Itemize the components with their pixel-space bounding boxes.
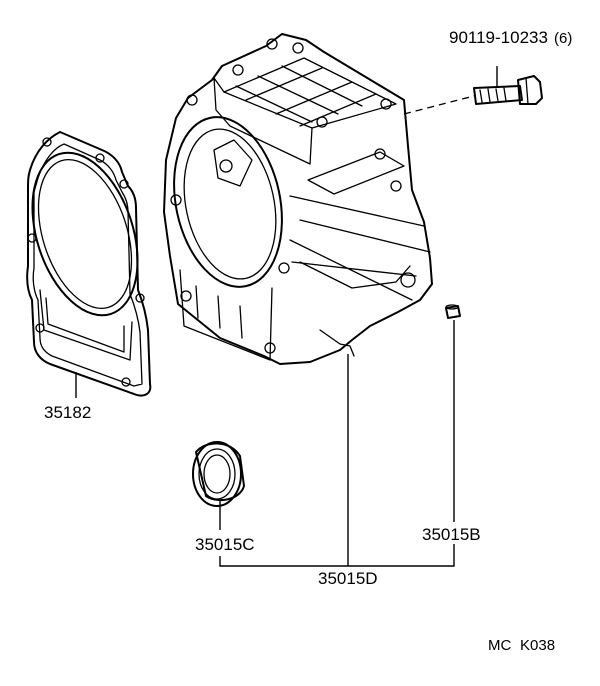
diagram-code-prefix: MC bbox=[488, 637, 511, 654]
pin-part-number: 35015B bbox=[422, 525, 481, 544]
diagram-code: K038 bbox=[520, 637, 555, 654]
bolt-part-number: 90119-10233 bbox=[449, 28, 548, 47]
bolt-quantity: (6) bbox=[554, 30, 572, 47]
oil-seal-part-number: 35015C bbox=[195, 535, 255, 554]
gasket-drawing bbox=[26, 131, 152, 397]
oil-seal-drawing bbox=[192, 441, 245, 507]
bolt-drawing bbox=[403, 75, 543, 115]
pin-drawing bbox=[445, 304, 461, 319]
housing-drawing bbox=[163, 33, 433, 365]
gasket-part-number: 35182 bbox=[44, 403, 91, 422]
housing-part-number: 35015D bbox=[318, 569, 378, 588]
leader-lines bbox=[75, 66, 498, 567]
